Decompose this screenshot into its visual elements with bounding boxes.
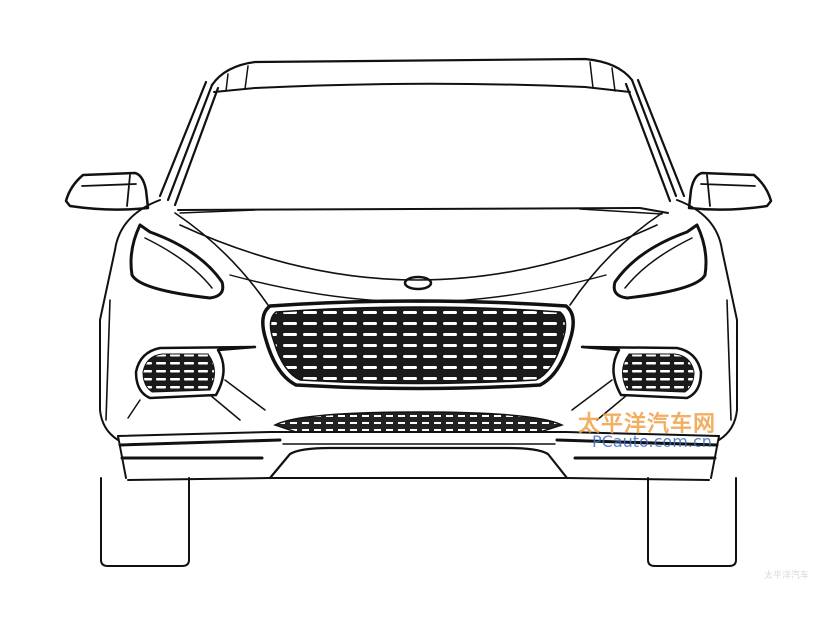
left-side-mirror (64, 171, 150, 211)
main-grille (261, 299, 575, 391)
front-splitter (117, 431, 720, 481)
watermark-corner: 太平洋汽车 (764, 571, 810, 581)
right-side-mirror (687, 171, 773, 211)
right-fog-intake (571, 345, 703, 421)
right-headlight (612, 223, 708, 300)
left-front-tire (100, 477, 190, 567)
right-front-tire (647, 477, 737, 567)
oval-badge (403, 275, 433, 291)
lower-air-intake (273, 411, 564, 433)
watermark-site-url: PCauto.com.cn (592, 432, 712, 451)
windshield (158, 78, 686, 215)
body-outline (99, 199, 738, 441)
left-fog-intake (127, 345, 266, 421)
roof-panel (210, 57, 634, 93)
left-headlight (129, 223, 225, 300)
watermark-site-name: 太平洋汽车网 (578, 412, 717, 437)
